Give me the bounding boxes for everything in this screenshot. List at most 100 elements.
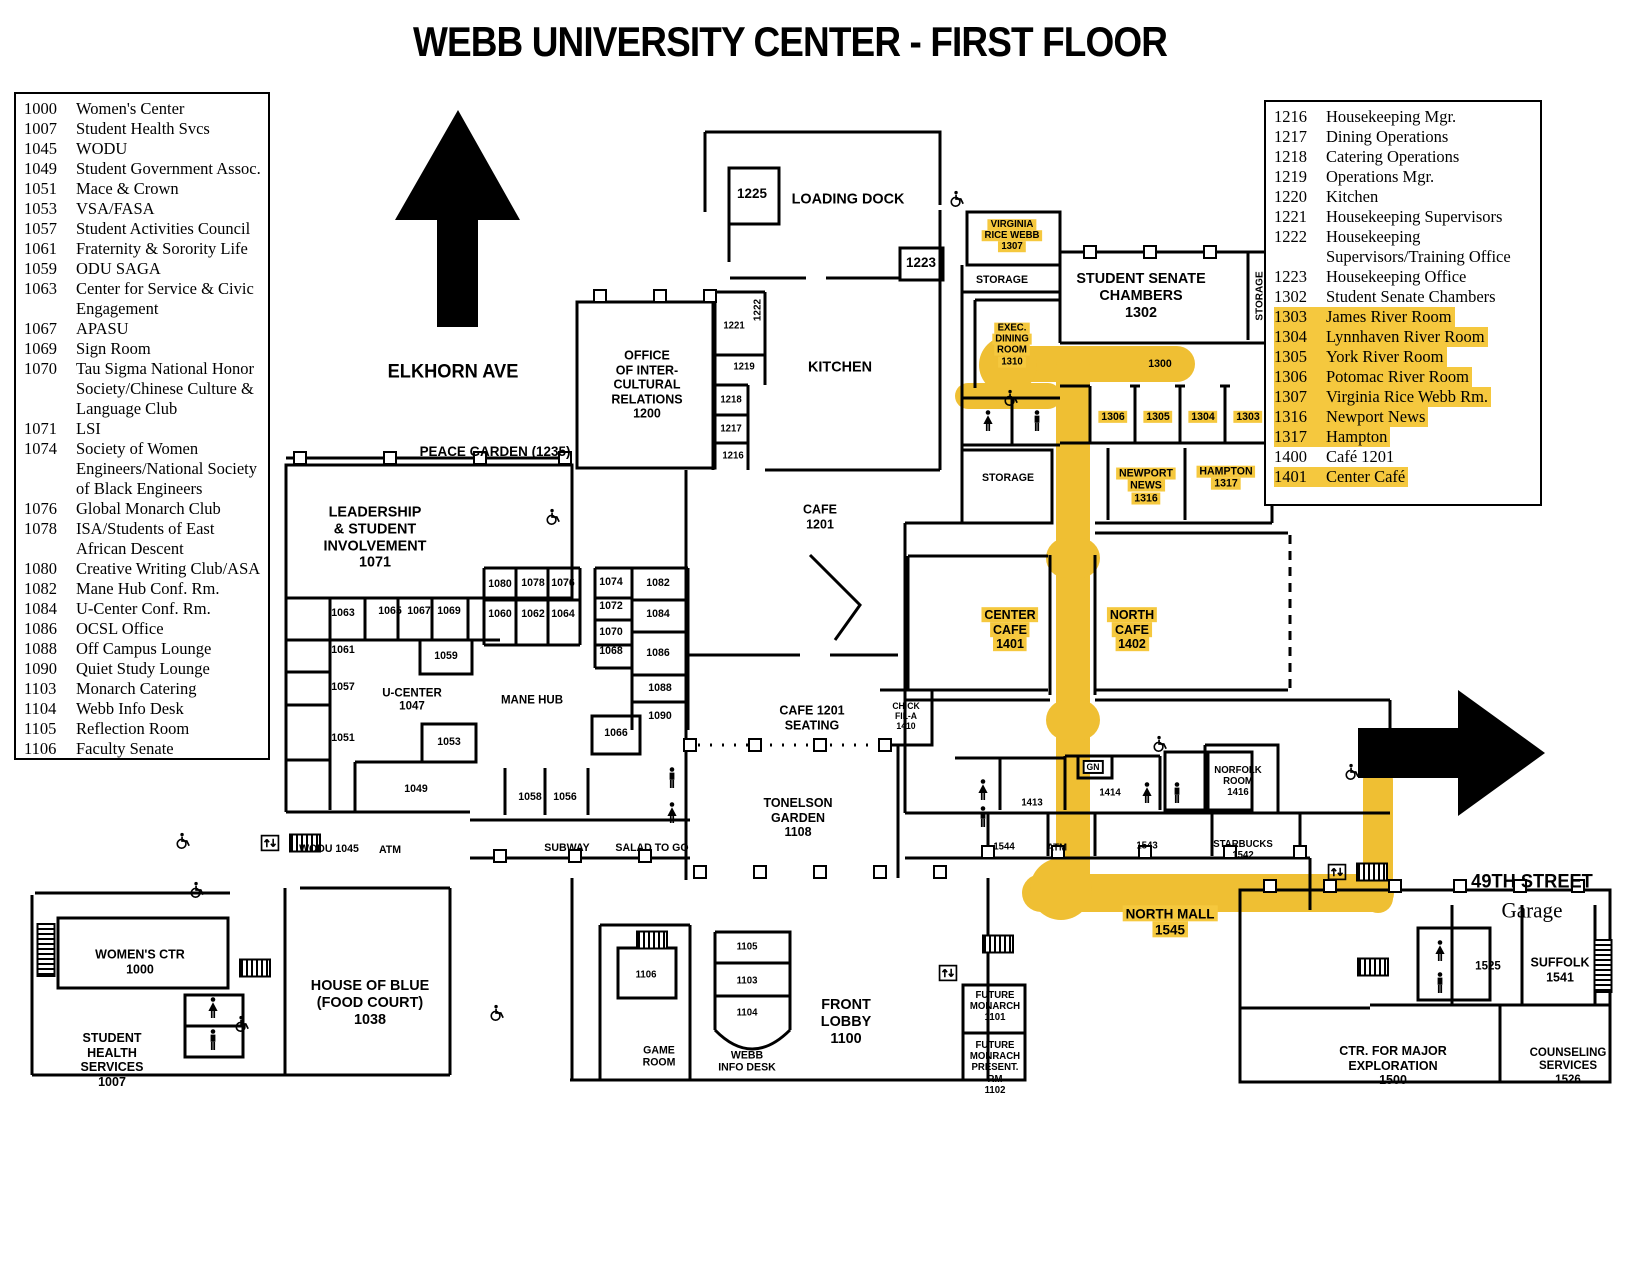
stairs-icon xyxy=(239,958,271,978)
label-text: STARBUCKS xyxy=(1213,838,1273,850)
label-text: 1057 xyxy=(331,680,355,693)
label-subway: SUBWAY xyxy=(544,842,589,854)
label-text: 1545 xyxy=(1152,921,1188,937)
legend-room-name: Housekeeping Supervisors/Training Office xyxy=(1326,227,1511,266)
column-marker xyxy=(813,738,827,752)
column-marker xyxy=(1263,879,1277,893)
legend-room-number: 1051 xyxy=(24,179,57,198)
legend-room-number: 1067 xyxy=(24,319,57,338)
legend-room-number: 1049 xyxy=(24,159,57,178)
label-room-1060: 1060 xyxy=(488,608,512,620)
label-text: EXPLORATION xyxy=(1348,1057,1438,1073)
legend-room-number: 1222 xyxy=(1274,227,1307,246)
restroom-women-icon xyxy=(1141,782,1153,804)
label-text: 1078 xyxy=(521,576,545,589)
restroom-women-icon xyxy=(1434,940,1446,962)
label-kitchen: KITCHEN xyxy=(808,359,872,377)
legend-room-name: Fraternity & Sorority Life xyxy=(76,239,248,258)
label-text: 1051 xyxy=(331,731,355,744)
label-text: 1526 xyxy=(1555,1071,1581,1086)
label-text: 1090 xyxy=(648,709,672,722)
label-peace-garden: PEACE GARDEN (1235) xyxy=(420,443,571,460)
label-salad-to-go: SALAD TO GO xyxy=(615,842,688,854)
label-text: 1101 xyxy=(984,1012,1006,1024)
label-text: 1306 xyxy=(1098,410,1128,423)
wheelchair-accessible-icon xyxy=(1152,736,1169,753)
label-text: RELATIONS xyxy=(611,391,683,407)
label-text: GN xyxy=(1086,761,1100,772)
label-text: LOBBY xyxy=(820,1012,872,1030)
label-text: ELKHORN AVE xyxy=(387,361,519,383)
legend-room-name: Center for Service & Civic Engagement xyxy=(76,279,254,318)
label-storage-north: STORAGE xyxy=(976,274,1028,286)
label-room-1303: 1303 xyxy=(1233,410,1263,423)
label-room-1069: 1069 xyxy=(437,605,461,617)
legend-room-name: Tau Sigma National Honor Society/Chinese… xyxy=(76,359,255,418)
label-text: FUTURE xyxy=(975,990,1015,1002)
label-text: 1103 xyxy=(736,975,758,987)
column-marker xyxy=(1293,845,1307,859)
label-text: ROOM xyxy=(994,345,1030,356)
wheelchair-accessible-icon xyxy=(1003,390,1020,407)
legend-room-number: 1088 xyxy=(24,639,57,658)
column-marker xyxy=(493,849,507,863)
column-marker xyxy=(1203,245,1217,259)
label-text: STORAGE xyxy=(981,471,1035,484)
column-marker xyxy=(873,865,887,879)
label-room-1544: 1544 xyxy=(993,841,1014,852)
label-text: 1543 xyxy=(1136,840,1158,852)
legend-room-number: 1061 xyxy=(24,239,57,258)
legend-room-number: 1086 xyxy=(24,619,57,638)
label-text: PRESENT. xyxy=(971,1062,1019,1074)
label-text: 1201 xyxy=(806,516,834,531)
label-text: ROOM xyxy=(1223,776,1253,788)
label-house-of-blue: HOUSE OF BLUE(FOOD COURT)1038 xyxy=(311,977,429,1028)
label-text: 1108 xyxy=(784,824,812,840)
legend-row-1061: 1061 Fraternity & Sorority Life xyxy=(24,239,251,259)
label-room-1057: 1057 xyxy=(331,681,355,693)
label-room-1066: 1066 xyxy=(604,727,628,739)
label-room-1080: 1080 xyxy=(488,578,512,590)
label-text: 1007 xyxy=(98,1073,126,1089)
legend-room-name: Center Café xyxy=(1326,467,1406,486)
label-atm-east: ATM xyxy=(1047,842,1067,853)
wheelchair-accessible-icon xyxy=(489,1005,506,1022)
legend-room-number: 1057 xyxy=(24,219,57,238)
column-marker xyxy=(878,738,892,752)
label-text: 1053 xyxy=(437,735,461,748)
label-text: SUFFOLK xyxy=(1530,954,1590,970)
label-text: OF INTER- xyxy=(615,362,679,378)
label-text: 1100 xyxy=(830,1029,862,1047)
legend-row-1222: 1222 Housekeeping Supervisors/Training Of… xyxy=(1274,227,1538,267)
legend-room-name: Student Health Svcs xyxy=(76,119,210,138)
label-text: 1414 xyxy=(1099,787,1121,799)
column-marker xyxy=(293,451,307,465)
legend-room-name: ODU SAGA xyxy=(76,259,161,278)
legend-room-number: 1069 xyxy=(24,339,57,358)
label-text: 1071 xyxy=(358,553,392,571)
label-text: (FOOD COURT) xyxy=(316,993,424,1011)
label-room-1062: 1062 xyxy=(521,608,545,620)
legend-room-name: Student Senate Chambers xyxy=(1326,287,1496,306)
column-marker xyxy=(813,865,827,879)
label-text: 1067 xyxy=(407,604,431,617)
label-text: 1104 xyxy=(736,1007,758,1019)
label-text: 1062 xyxy=(521,607,545,620)
